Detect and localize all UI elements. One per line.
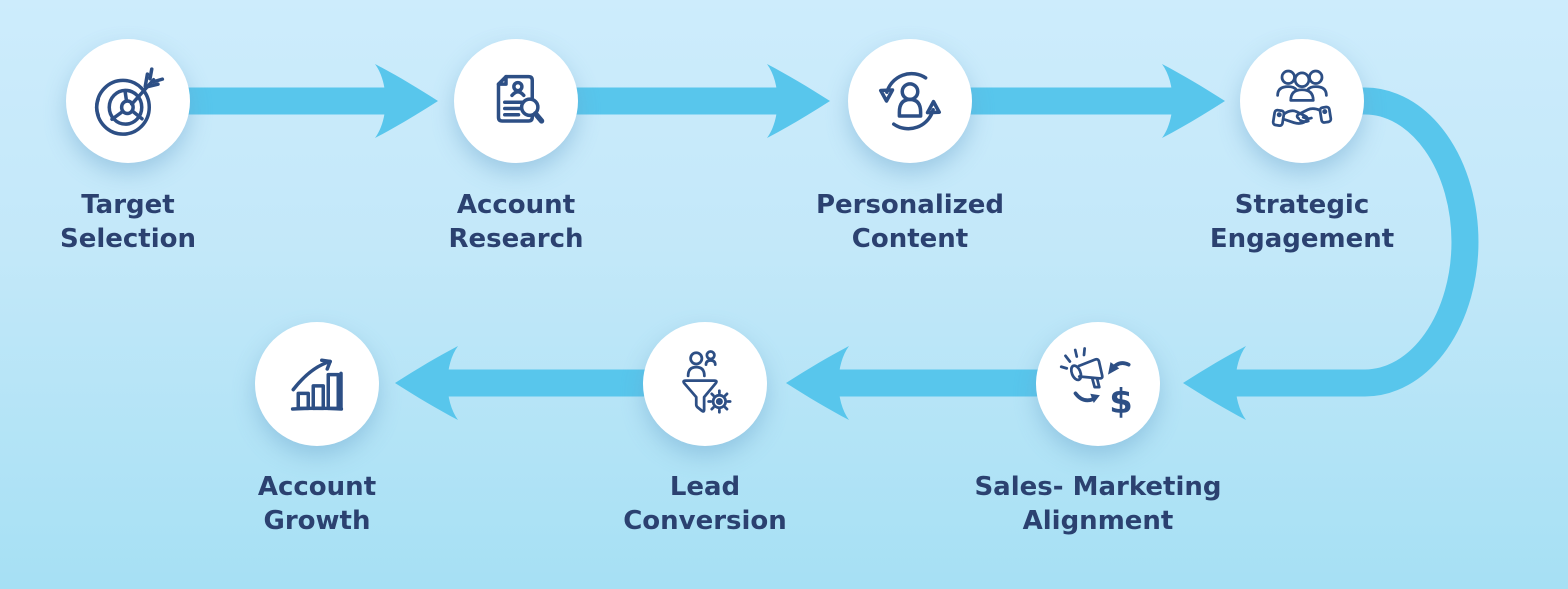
step-label: Target Selection (0, 188, 298, 256)
arrow-curve-shaft (1233, 87, 1479, 397)
step-node-circle (66, 39, 190, 163)
step-label-line2: Research (448, 224, 584, 254)
megaphone-dollar-icon: $ (1059, 347, 1133, 421)
team-handshake-icon (1271, 69, 1333, 128)
step-label-line1: Account (257, 472, 377, 502)
step-node-circle (454, 39, 578, 163)
step-label: Account Research (346, 188, 686, 256)
target-dartboard-icon (94, 67, 165, 136)
step-label-line1: Sales- Marketing (974, 472, 1222, 502)
step-node-circle (848, 39, 972, 163)
step-label: Account Growth (147, 470, 487, 538)
step-label: Strategic Engagement (1132, 188, 1472, 256)
step-label-line1: Personalized (815, 190, 1005, 220)
step-node-circle (1240, 39, 1364, 163)
bar-chart-growth-icon (290, 358, 344, 411)
step-label: Lead Conversion (535, 470, 875, 538)
step-label-line1: Strategic (1234, 190, 1370, 220)
step-label: Personalized Content (740, 188, 1080, 256)
step-label-line1: Account (456, 190, 576, 220)
step-node-circle: $ (1036, 322, 1160, 446)
step-node-circle (255, 322, 379, 446)
step-label-line2: Alignment (1022, 506, 1174, 536)
step-label-line2: Conversion (623, 506, 787, 536)
step-label: Sales- Marketing Alignment (928, 470, 1268, 538)
person-refresh-icon (879, 71, 941, 131)
step-label-line2: Growth (263, 506, 371, 536)
step-node-circle (643, 322, 767, 446)
step-label-line2: Selection (59, 224, 197, 254)
document-search-icon (496, 74, 545, 124)
step-label-line1: Lead (669, 472, 741, 502)
dollar-sign-glyph: $ (1109, 382, 1132, 421)
step-label-line1: Target (81, 190, 175, 220)
funnel-gear-icon (682, 350, 732, 414)
step-label-line2: Engagement (1209, 224, 1395, 254)
step-label-line2: Content (851, 224, 969, 254)
